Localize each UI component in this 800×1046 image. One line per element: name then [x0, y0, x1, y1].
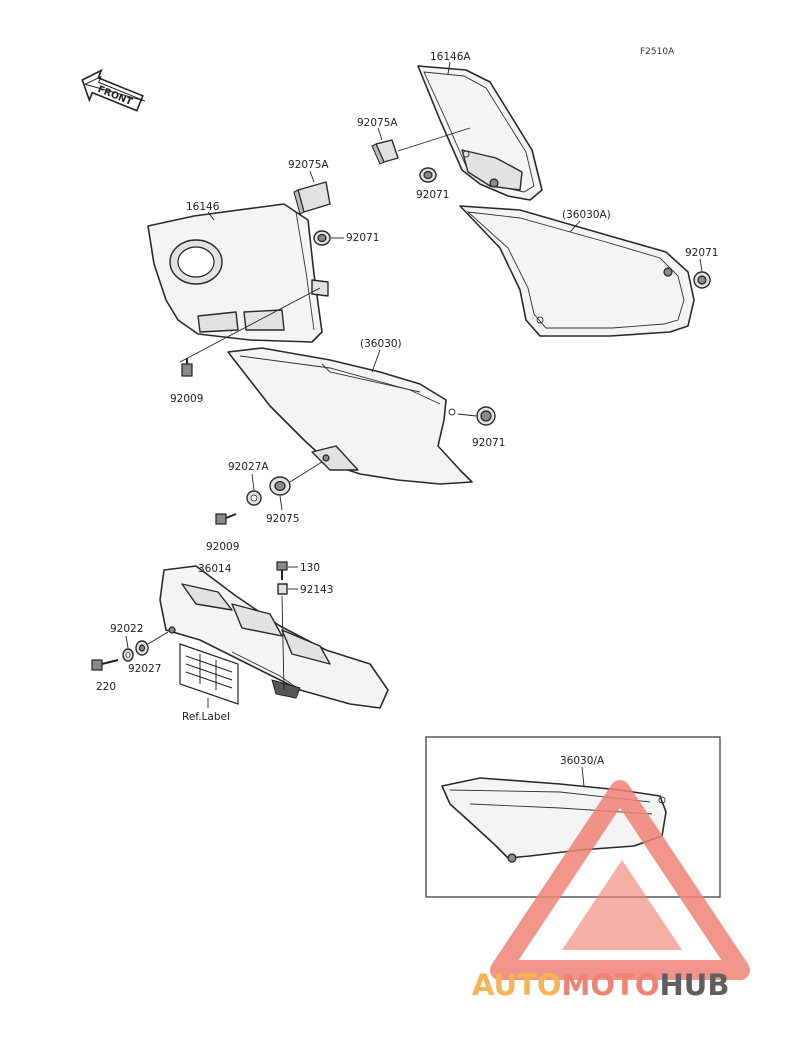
label-92071-top: 92071	[416, 189, 449, 201]
part-220-bolt	[91, 659, 119, 671]
label-92075A-mid: 92075A	[288, 159, 329, 171]
reference-label-text: Ref.Label	[182, 711, 230, 723]
watermark-hub: HUB	[660, 968, 730, 1002]
part-92022-washer	[122, 648, 134, 662]
part-92027-washer	[135, 640, 149, 656]
automotohub-logo-icon	[490, 780, 750, 980]
part-16146-plate	[147, 203, 329, 343]
label-92027: 92027	[128, 663, 161, 675]
front-arrow-icon: FRONT	[81, 68, 146, 112]
part-92071-grommet-right	[693, 271, 711, 289]
part-92075-grommet	[269, 476, 291, 496]
label-36014: 36014	[198, 563, 232, 575]
label-92009-a: 92009	[170, 393, 203, 405]
part-92027A-washer	[246, 490, 262, 506]
part-92075A-pad-top	[371, 139, 399, 165]
part-36014-tail-cover	[159, 565, 389, 709]
label-92071-mid: 92071	[346, 232, 379, 244]
part-92071-grommet-mid	[313, 230, 331, 246]
part-92071-grommet-low	[476, 406, 496, 426]
label-92075A-top: 92075A	[357, 117, 398, 129]
label-92075: 92075	[266, 513, 299, 525]
label-36030: (36030)	[360, 338, 402, 350]
label-92143: 92143	[300, 584, 333, 596]
diagram-code: F2510A	[640, 47, 675, 57]
label-92009-b: 92009	[206, 541, 239, 553]
watermark-moto: MOTO	[562, 968, 660, 1002]
watermark-auto: AUTO	[472, 968, 562, 1002]
label-36030-inset: 36030/A	[560, 755, 605, 767]
label-92071-right: 92071	[685, 247, 718, 259]
part-92009-bolt-b	[215, 513, 237, 525]
reference-label-plate	[179, 643, 239, 705]
part-92143-collar	[277, 583, 288, 595]
part-36030A-side-cover	[459, 205, 695, 337]
label-16146A: 16146A	[430, 51, 471, 63]
part-36030-side-cover	[227, 347, 473, 485]
label-16146: 16146	[186, 201, 220, 213]
label-92027A: 92027A	[228, 461, 269, 473]
part-92009-bolt-a	[181, 358, 193, 377]
label-92071-low: 92071	[472, 437, 505, 449]
label-220: 220	[96, 681, 116, 693]
label-130: 130	[300, 562, 320, 574]
label-92022: 92022	[110, 623, 143, 635]
svg-text:AUTOMOTOHUB: AUTOMOTOHUB	[472, 968, 729, 1002]
part-92071-grommet-top	[419, 167, 437, 183]
part-92075A-pad-mid	[293, 181, 331, 215]
watermark-text: AUTOMOTOHUB	[472, 968, 729, 1002]
label-36030A: (36030A)	[562, 209, 611, 221]
inset-box	[425, 736, 721, 898]
part-130-bolt	[276, 561, 288, 580]
part-16146A-bracket	[417, 65, 543, 201]
